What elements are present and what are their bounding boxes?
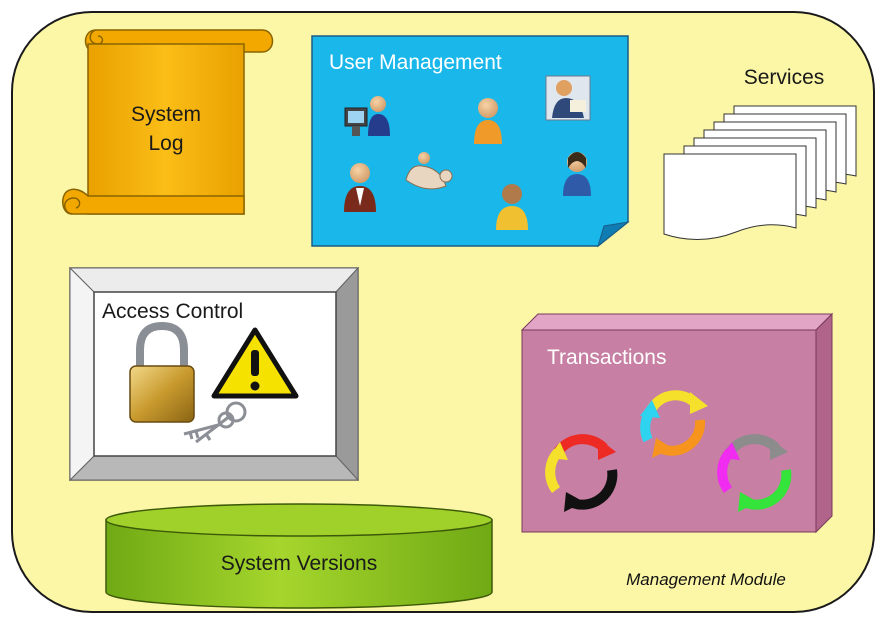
cycle-arrows-icon [640,390,708,458]
access-control-frame: Access Control [68,266,360,482]
services-title: Services [744,66,825,89]
system-log-scroll: System Log [62,29,274,215]
person-icon [474,98,502,144]
user-management-title: User Management [329,51,502,74]
person-at-computer-icon [344,96,390,136]
system-log-line2: Log [148,132,183,155]
scroll-icon [62,29,274,215]
access-control-title: Access Control [102,300,243,323]
cylinder-icon [105,503,493,609]
system-versions-cylinder: System Versions [105,503,493,609]
system-versions-title: System Versions [221,552,377,575]
document-stack-icon [663,105,857,241]
padlock-icon [129,321,195,423]
person-icon [545,75,591,121]
person-icon [405,152,453,190]
user-management-note: User Management [311,35,630,248]
cycle-arrows-icon [545,434,618,512]
keys-icon [183,401,247,444]
person-icon [496,184,528,230]
transactions-title: Transactions [547,346,666,369]
system-log-line1: System [131,103,201,126]
module-caption: Management Module [626,570,786,589]
person-icon [344,163,376,212]
person-icon [563,152,591,196]
cycle-arrows-icon [717,434,792,512]
services-group: Services [663,66,857,241]
transactions-box: Transactions [520,312,834,534]
warning-triangle-icon [211,327,299,399]
